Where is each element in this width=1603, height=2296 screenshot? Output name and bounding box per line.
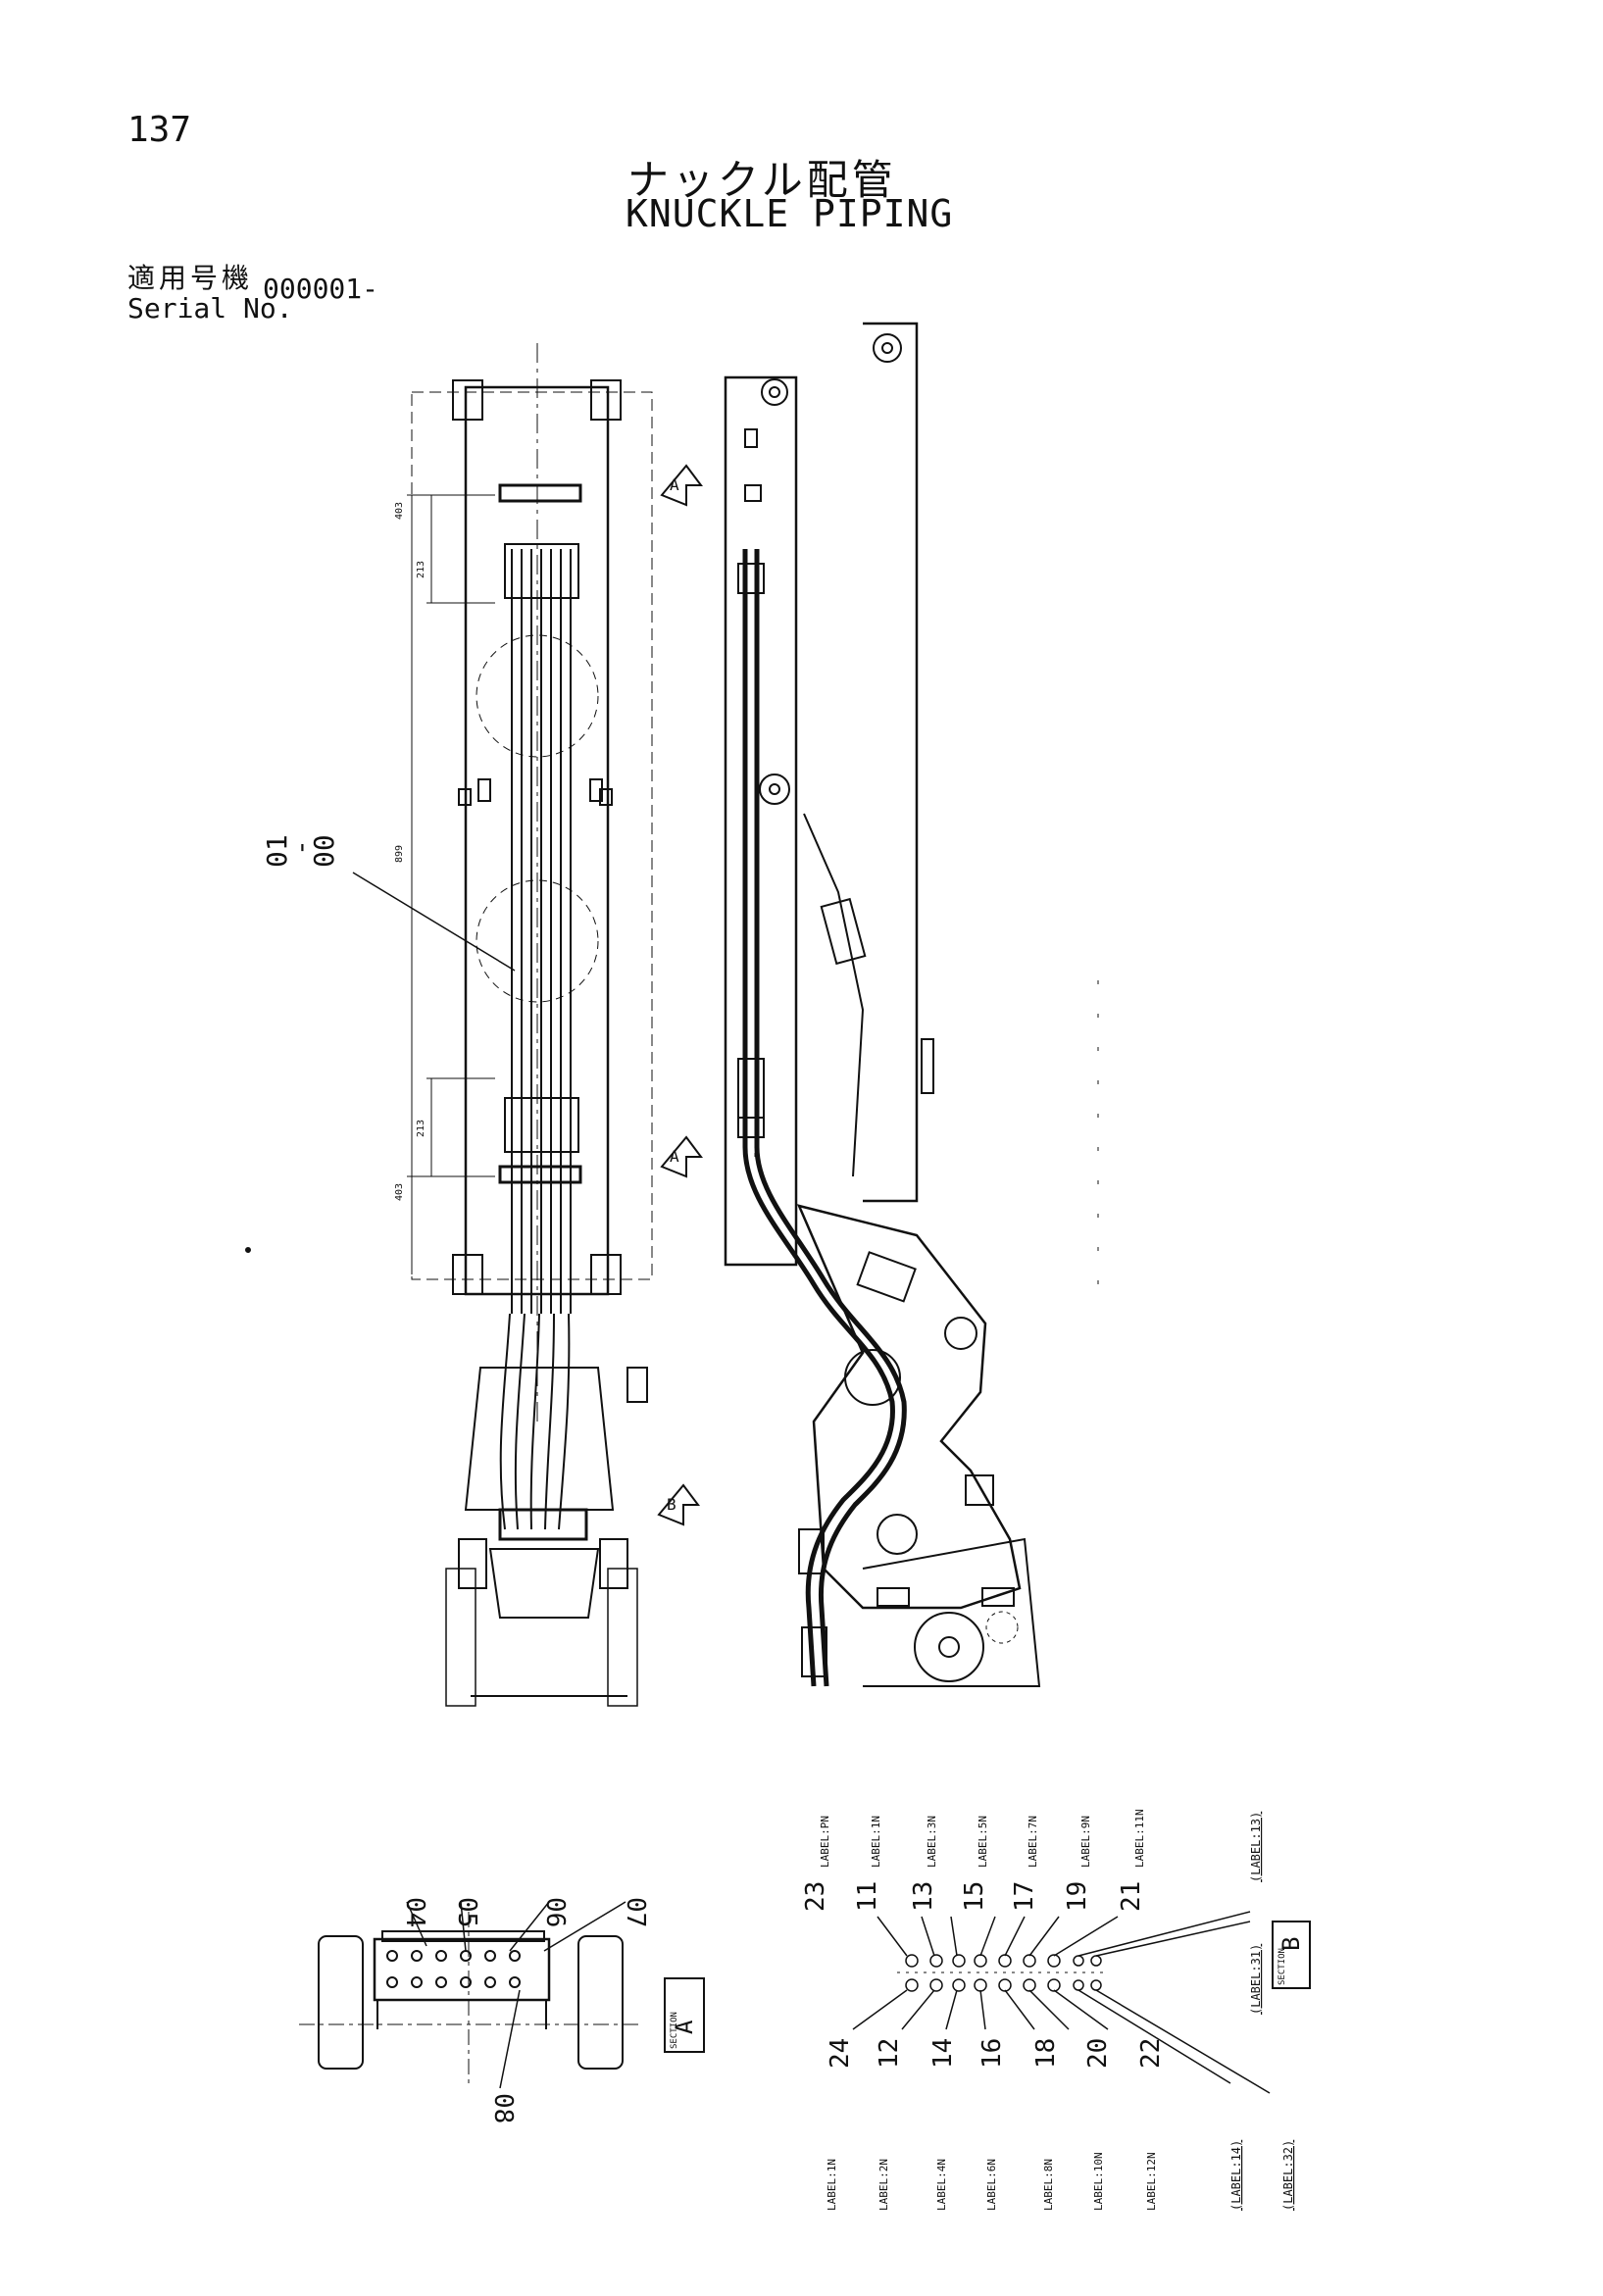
label-14: (LABEL:14) xyxy=(1229,2140,1243,2211)
section-arrow-a-top: A xyxy=(660,464,703,507)
label-13: (LABEL:13) xyxy=(1249,1812,1263,1882)
section-b-caption-word: SECTION xyxy=(1277,1948,1287,1985)
part-label-05: 05 xyxy=(452,1897,481,1927)
label-1n-bottom: LABEL:1N xyxy=(826,2159,838,2211)
dimension-213-top: 213 xyxy=(416,561,426,578)
callout-21: 21 xyxy=(1117,1881,1146,1912)
callout-12: 12 xyxy=(875,2038,904,2069)
part-leader-01-00 xyxy=(352,872,516,972)
section-arrow-a-bottom: A xyxy=(660,1135,703,1178)
label-pn: LABEL:PN xyxy=(819,1816,831,1868)
section-a-caption-letter: A xyxy=(671,2020,698,2034)
label-6n: LABEL:6N xyxy=(985,2159,998,2211)
callout-11: 11 xyxy=(853,1881,882,1912)
part-label-01: 01 xyxy=(261,834,293,868)
label-12n: LABEL:12N xyxy=(1145,2152,1158,2211)
part-label-06: 06 xyxy=(540,1897,570,1927)
dimension-899: 899 xyxy=(394,845,405,863)
label-4n: LABEL:4N xyxy=(935,2159,948,2211)
part-label-08: 08 xyxy=(488,2093,518,2123)
side-view-assembly xyxy=(724,322,1099,1687)
label-5n: LABEL:5N xyxy=(977,1816,989,1868)
label-11n: LABEL:11N xyxy=(1133,1809,1146,1868)
callout-16: 16 xyxy=(977,2038,1007,2069)
page-title-english: KNUCKLE PIPING xyxy=(626,192,954,235)
section-b-view: B SECTION xyxy=(852,1911,1311,2094)
label-2n: LABEL:2N xyxy=(877,2159,890,2211)
label-31: (LABEL:31) xyxy=(1249,1944,1263,2015)
callout-20: 20 xyxy=(1083,2038,1113,2069)
section-b-caption-letter: B xyxy=(1277,1937,1305,1951)
dimension-403-top: 403 xyxy=(394,502,405,520)
svg-text:A: A xyxy=(670,1147,679,1166)
part-label-dash: - xyxy=(284,839,317,856)
label-10n: LABEL:10N xyxy=(1092,2152,1105,2211)
svg-text:B: B xyxy=(667,1495,676,1514)
section-b-top-labels: LABEL:PN LABEL:1N LABEL:3N LABEL:5N LABE… xyxy=(819,1809,1146,1868)
label-8n: LABEL:8N xyxy=(1042,2159,1055,2211)
section-b-bottom-numbers: 24 12 14 16 18 20 22 xyxy=(826,2038,1166,2069)
section-b-right-labels: (LABEL:13) (LABEL:31) (LABEL:14) (LABEL:… xyxy=(1229,1812,1295,2211)
callout-13: 13 xyxy=(909,1881,938,1912)
callout-23: 23 xyxy=(801,1881,830,1912)
page-number: 137 xyxy=(127,110,192,150)
section-b-top-numbers: 23 11 13 15 17 19 21 xyxy=(801,1881,1146,1912)
label-7n: LABEL:7N xyxy=(1027,1816,1039,1868)
label-3n: LABEL:3N xyxy=(926,1816,938,1868)
callout-17: 17 xyxy=(1010,1881,1039,1912)
serial-number-value: 000001- xyxy=(263,273,379,305)
top-view-assembly: 403 213 899 213 403 01 - 00 A A B xyxy=(245,343,703,1707)
section-a-caption-word: SECTION xyxy=(670,2012,679,2049)
serial-label-english: Serial No. xyxy=(127,292,293,324)
part-label-04: 04 xyxy=(400,1897,429,1927)
section-b-fittings xyxy=(897,1954,1108,1992)
part-label-00: 00 xyxy=(308,834,340,868)
callout-22: 22 xyxy=(1136,2038,1166,2069)
callout-24: 24 xyxy=(826,2038,855,2069)
page-title-japanese: ナックル配管 xyxy=(627,156,897,204)
serial-label-japanese: 適用号機 xyxy=(127,262,254,294)
section-a-view: 04 05 06 07 08 A SECTION xyxy=(299,1897,705,2123)
dimension-213-bottom: 213 xyxy=(416,1120,426,1137)
label-1n-top: LABEL:1N xyxy=(870,1816,882,1868)
callout-18: 18 xyxy=(1031,2038,1061,2069)
label-32: (LABEL:32) xyxy=(1281,2140,1295,2211)
callout-14: 14 xyxy=(928,2038,958,2069)
dimension-403-bottom: 403 xyxy=(394,1183,405,1201)
callout-15: 15 xyxy=(960,1881,989,1912)
section-b-bottom-labels: LABEL:1N LABEL:2N LABEL:4N LABEL:6N LABE… xyxy=(826,2152,1158,2211)
callout-19: 19 xyxy=(1063,1881,1092,1912)
label-9n: LABEL:9N xyxy=(1079,1816,1092,1868)
section-arrow-b: B xyxy=(657,1483,700,1526)
svg-text:A: A xyxy=(670,475,679,494)
part-label-07: 07 xyxy=(621,1897,650,1927)
